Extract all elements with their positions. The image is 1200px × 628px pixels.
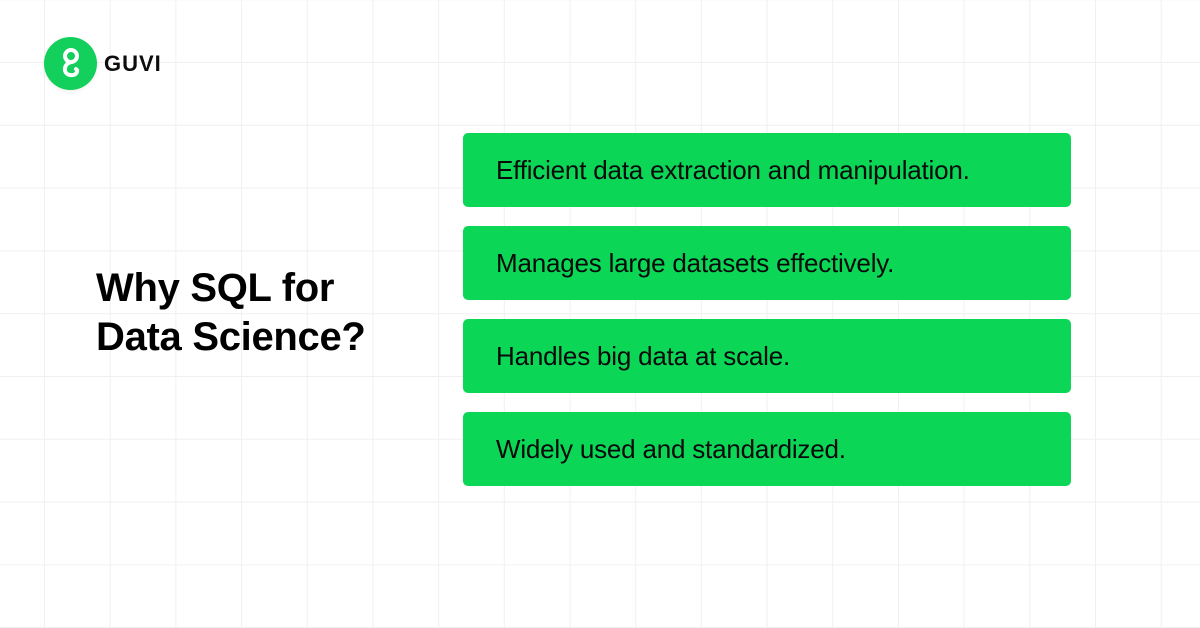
page-title-line-2: Data Science? — [96, 315, 366, 359]
reason-card: Efficient data extraction and manipulati… — [463, 133, 1071, 207]
reason-text: Efficient data extraction and manipulati… — [496, 154, 970, 185]
reason-text: Widely used and standardized. — [496, 433, 846, 464]
reason-text: Handles big data at scale. — [496, 340, 790, 371]
reason-text: Manages large datasets effectively. — [496, 247, 895, 278]
brand-name: GUVI — [104, 50, 162, 76]
brand-logo: GUVI — [44, 37, 162, 90]
page-title-line-1: Why SQL for — [96, 266, 335, 310]
reason-card: Manages large datasets effectively. — [463, 226, 1071, 300]
reason-card: Handles big data at scale. — [463, 319, 1071, 393]
guvi-g-icon — [44, 37, 97, 90]
page-title: Why SQL for Data Science? — [96, 264, 366, 362]
reason-card: Widely used and standardized. — [463, 412, 1071, 486]
reasons-list: Efficient data extraction and manipulati… — [463, 133, 1071, 486]
